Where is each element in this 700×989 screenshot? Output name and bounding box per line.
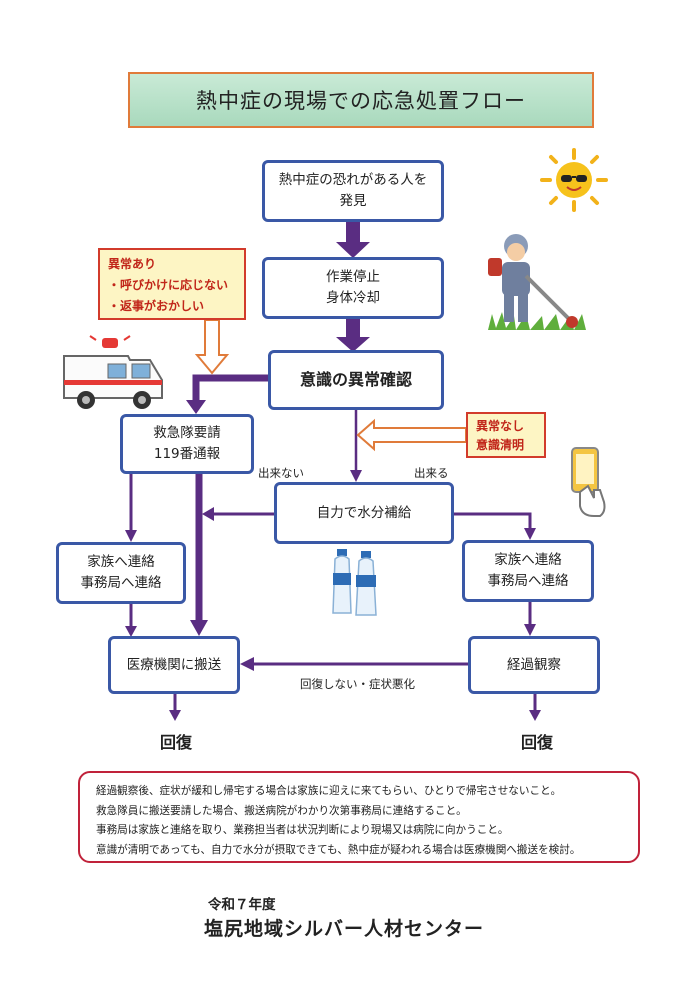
edge-label-can: 出来る [414, 466, 449, 480]
note-line: 意識が清明であっても、自力で水分が摂取できても、熱中症が疑われる場合は医療機関へ… [96, 843, 581, 856]
arrow-discover-to-stop [336, 222, 370, 258]
edge-label-cannot: 出来ない [258, 466, 304, 480]
edge-label-worsen: 回復しない・症状悪化 [300, 677, 415, 691]
arrow-call-to-hospital [190, 474, 208, 636]
warning-abnormal: 異常あり ・呼びかけに応じない ・返事がおかしい [98, 248, 246, 320]
page-title: 熱中症の現場での応急処置フロー [128, 72, 594, 128]
worker-icon [488, 234, 586, 330]
arrow-call-to-contact [125, 474, 137, 542]
warning-normal: 異常なし 意識清明 [466, 412, 546, 458]
node-self-hydration: 自力で水分補給 [274, 482, 454, 544]
node-discover: 熱中症の恐れがある人を 発見 [262, 160, 444, 222]
node-check-consciousness: 意識の異常確認 [268, 350, 444, 410]
result-recovery-right: 回復 [521, 733, 554, 752]
node-call-ambulance: 救急隊要請 119番通報 [120, 414, 254, 474]
note-line: 救急隊員に搬送要請した場合、搬送病院がわかり次第事務局に連絡すること。 [96, 804, 467, 817]
node-contact-right: 家族へ連絡 事務局へ連絡 [462, 540, 594, 602]
footer-organization: 塩尻地域シルバー人材センター [204, 918, 485, 940]
note-line: 経過観察後、症状が緩和し帰宅する場合は家族に迎えに来てもらい、ひとりで帰宅させな… [96, 785, 562, 797]
arrow-stop-to-check [336, 319, 370, 352]
hollow-arrow-normal [356, 418, 467, 452]
notes-box: 経過観察後、症状が緩和し帰宅する場合は家族に迎えに来てもらい、ひとりで帰宅させな… [78, 771, 640, 863]
footer-fiscal-year: 令和７年度 [208, 897, 276, 913]
arrow-observe-to-recovery [529, 694, 541, 721]
node-contact-left: 家族へ連絡 事務局へ連絡 [56, 542, 186, 604]
ambulance-icon [63, 335, 163, 409]
hollow-arrow-abnormal [194, 319, 230, 375]
node-observation: 経過観察 [468, 636, 600, 694]
arrow-observe-to-hospital [240, 657, 468, 671]
smartphone-icon [571, 447, 606, 517]
water-bottles-icon [332, 549, 377, 616]
sun-icon [540, 148, 608, 212]
note-line: 事務局は家族と連絡を取り、業務担当者は状況判断により現場又は病院に向かうこと。 [96, 824, 509, 837]
arrow-check-to-call [186, 374, 268, 414]
arrow-contact-to-hospital [125, 604, 137, 637]
arrow-water-cannot [202, 507, 274, 521]
arrow-check-to-water [350, 410, 362, 482]
arrow-water-can [454, 512, 536, 540]
node-hospital-transport: 医療機関に搬送 [108, 636, 240, 694]
arrow-contact-to-observe [524, 602, 536, 636]
result-recovery-left: 回復 [160, 733, 193, 752]
node-stop-work: 作業停止 身体冷却 [262, 257, 444, 319]
arrow-hospital-to-recovery [169, 694, 181, 721]
